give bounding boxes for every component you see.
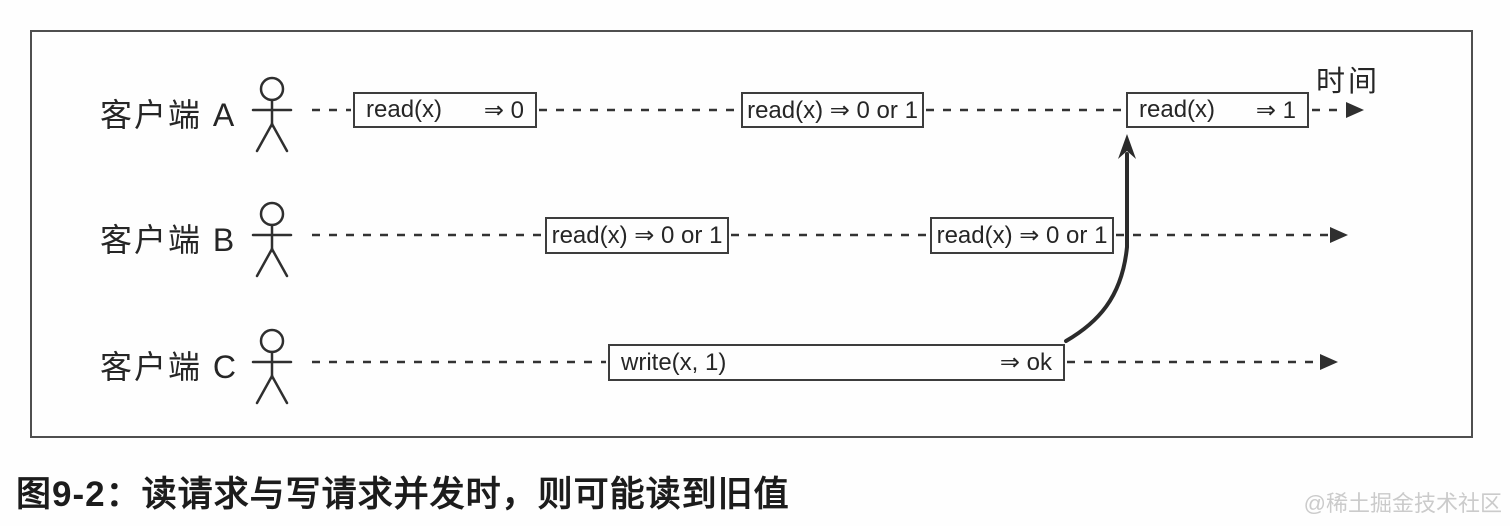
event-box-read-a1: read(x) ⇒ 0 — [353, 92, 537, 128]
lane-label-client-c: 客户端 C — [100, 349, 239, 385]
diagram-border-frame — [30, 30, 1473, 438]
result-text: ⇒ 0 — [483, 96, 524, 124]
timeline-b-arrowhead — [1330, 227, 1348, 243]
operation-text: read(x) ⇒ 0 or 1 — [551, 222, 723, 249]
operation-text: read(x) — [1139, 96, 1216, 123]
operation-text: write(x, 1) — [621, 348, 727, 376]
timeline-a-arrowhead — [1346, 102, 1364, 118]
lane-label-client-a: 客户端 A — [100, 97, 237, 133]
result-text: ⇒ ok — [999, 349, 1052, 376]
event-box-read-a3: read(x) ⇒ 1 — [1126, 92, 1309, 128]
watermark: @稀土掘金技术社区 — [1303, 491, 1502, 516]
figure-caption: 图9-2：读请求与写请求并发时，则可能读到旧值 — [16, 475, 790, 514]
person-icon — [251, 328, 293, 405]
time-axis-label: 时间 — [1316, 66, 1381, 98]
person-icon — [251, 76, 293, 153]
event-box-write-c1: write(x, 1) ⇒ ok — [608, 344, 1065, 381]
causality-arrow — [1064, 134, 1136, 343]
lane-label-client-b: 客户端 B — [100, 222, 237, 258]
operation-text: read(x) ⇒ 0 or 1 — [747, 96, 918, 124]
operation-text: read(x) ⇒ 0 or 1 — [936, 222, 1108, 249]
event-box-read-b1: read(x) ⇒ 0 or 1 — [545, 217, 729, 254]
event-box-read-a2: read(x) ⇒ 0 or 1 — [741, 92, 924, 128]
operation-text: read(x) — [366, 96, 443, 123]
person-icon — [251, 201, 293, 278]
event-box-read-b2: read(x) ⇒ 0 or 1 — [930, 217, 1114, 254]
result-text: ⇒ 1 — [1255, 96, 1296, 124]
timeline-c-arrowhead — [1320, 354, 1338, 370]
